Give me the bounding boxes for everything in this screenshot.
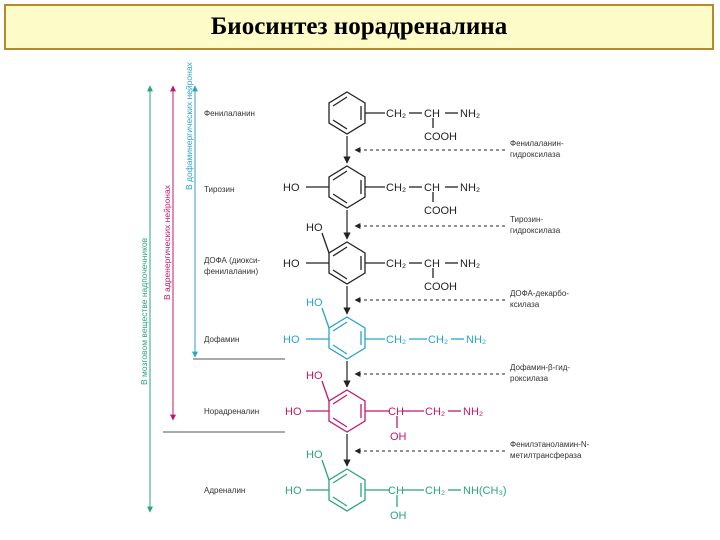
nh2-text: NH₂	[463, 406, 483, 418]
enzyme-2-line2: гидроксилаза	[510, 226, 561, 235]
ch2-text: CH₂	[386, 108, 406, 120]
ch-text: CH	[424, 258, 440, 270]
enzyme-1-line2: гидроксилаза	[510, 150, 561, 159]
ch2-text: CH₂	[386, 334, 406, 346]
ch2-text: CH₂	[386, 182, 406, 194]
molecule-dopa	[306, 232, 458, 285]
cooh-text: COOH	[424, 205, 457, 217]
compound-tyrosine: Тирозин	[204, 185, 234, 194]
ch-text: CH	[424, 108, 440, 120]
compound-dopamine: Дофамин	[204, 335, 239, 344]
ho-text: HO	[306, 297, 323, 309]
ho-text: HO	[283, 334, 300, 346]
enzyme-1-line1: Фенилаланин-	[510, 139, 564, 148]
adrenergic-scope-label: В адренергических нейронах	[162, 184, 172, 300]
ho-text: HO	[306, 222, 323, 234]
molecule-dopamine	[306, 307, 464, 360]
compound-noradrenaline: Норадреналин	[204, 407, 259, 416]
nh2-text: NH₂	[460, 258, 480, 270]
brain-scope-label: В мозговом веществе надпочечников	[139, 237, 149, 385]
oh-text: OH	[390, 510, 407, 522]
ch-text: CH	[388, 406, 404, 418]
enzyme-labels: Фенилаланин- гидроксилаза Тирозин- гидро…	[510, 139, 590, 460]
enzyme-2-line1: Тирозин-	[510, 215, 543, 224]
enzyme-3-line1: ДОФА-декарбо-	[510, 289, 569, 298]
cooh-text: COOH	[424, 281, 457, 293]
compound-names: Фенилаланин Тирозин ДОФА (диокси- фенила…	[204, 109, 260, 495]
formula-adrenaline: HO HO CH CH₂ NH(CH₃) OH	[285, 449, 507, 522]
molecule-tyrosine	[306, 165, 458, 209]
nh2-text: NH₂	[460, 182, 480, 194]
ch2-text: CH₂	[386, 258, 406, 270]
ch2-text: CH₂	[425, 485, 445, 497]
molecule-noradrenaline	[306, 380, 461, 433]
oh-text: OH	[390, 431, 407, 443]
ch-text: CH	[388, 485, 404, 497]
enzyme-arrows	[354, 147, 505, 454]
nhch3-text: NH(CH₃)	[463, 485, 507, 497]
enzyme-5-line1: Фенилэтаноламин-N-	[510, 440, 590, 449]
formula-dopamine: HO HO CH₂ CH₂ NH₂	[283, 297, 486, 346]
ho-text: HO	[285, 485, 302, 497]
ch-text: CH	[424, 182, 440, 194]
ch2-text: CH₂	[425, 406, 445, 418]
compound-dopa-line2: фенилаланин)	[204, 267, 258, 276]
dopaminergic-scope-label: В дофаминергических нейронах	[184, 61, 194, 190]
ho-text: HO	[283, 258, 300, 270]
enzyme-3-line2: ксилаза	[510, 300, 540, 309]
formula-phenylalanine: CH₂ CH NH₂ COOH	[386, 108, 480, 143]
enzyme-5-line2: метилтрансфераза	[510, 451, 582, 460]
compound-phenylalanine: Фенилаланин	[204, 109, 255, 118]
page-title: Биосинтез норадреналина	[210, 13, 508, 40]
ho-text: HO	[306, 370, 323, 382]
cooh-text: COOH	[424, 131, 457, 143]
formula-noradrenaline: HO HO CH CH₂ NH₂ OH	[285, 370, 483, 443]
enzyme-4-line1: Дофамин-β-гид-	[510, 363, 570, 372]
compound-adrenaline: Адреналин	[204, 486, 245, 495]
nh2-text: NH₂	[460, 108, 480, 120]
ho-text: HO	[283, 182, 300, 194]
formula-dopa: HO HO CH₂ CH NH₂ COOH	[283, 222, 480, 293]
formula-tyrosine: HO CH₂ CH NH₂ COOH	[283, 182, 480, 217]
scope-arrows: В мозговом веществе надпочечников В адре…	[139, 61, 285, 513]
nh2-text: NH₂	[466, 334, 486, 346]
ch2-text: CH₂	[428, 334, 448, 346]
title-bar: Биосинтез норадреналина	[4, 4, 714, 50]
ho-text: HO	[306, 449, 323, 461]
molecule-phenylalanine	[328, 91, 458, 135]
compound-dopa-line1: ДОФА (диокси-	[204, 256, 260, 265]
enzyme-4-line2: роксилаза	[510, 374, 549, 383]
molecule-adrenaline	[306, 459, 461, 512]
ho-text: HO	[285, 406, 302, 418]
